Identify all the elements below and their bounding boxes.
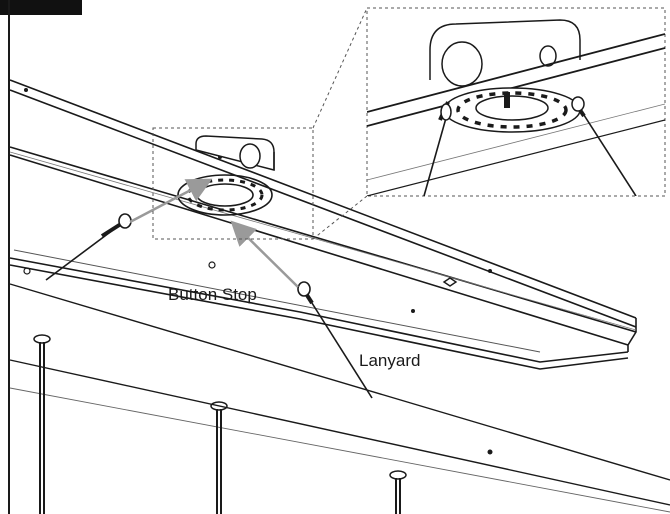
hanging-rod-1 [33, 334, 51, 514]
hanging-rods [33, 334, 407, 514]
lanyard-right [297, 281, 373, 399]
fixture-body [9, 79, 637, 370]
zoom-connector-top [312, 7, 368, 129]
lanyard-leader [348, 350, 355, 360]
junction-box [195, 135, 275, 171]
detail-inset [366, 7, 666, 197]
panel-hole [487, 449, 493, 455]
lanyard-left [45, 213, 132, 281]
corner-tab [0, 0, 82, 15]
zoom-connector-bottom [312, 195, 368, 240]
zoom-source-box [152, 127, 314, 240]
label-lanyard: Lanyard [359, 351, 421, 370]
hanging-rod-2 [210, 401, 228, 514]
mounting-plate [177, 174, 273, 216]
pointer-arrows [129, 178, 299, 288]
hanging-rod-3 [389, 470, 407, 514]
label-button-stop: Button Stop [168, 285, 257, 304]
ceiling-panel [9, 283, 670, 513]
small-bracket [442, 277, 458, 287]
